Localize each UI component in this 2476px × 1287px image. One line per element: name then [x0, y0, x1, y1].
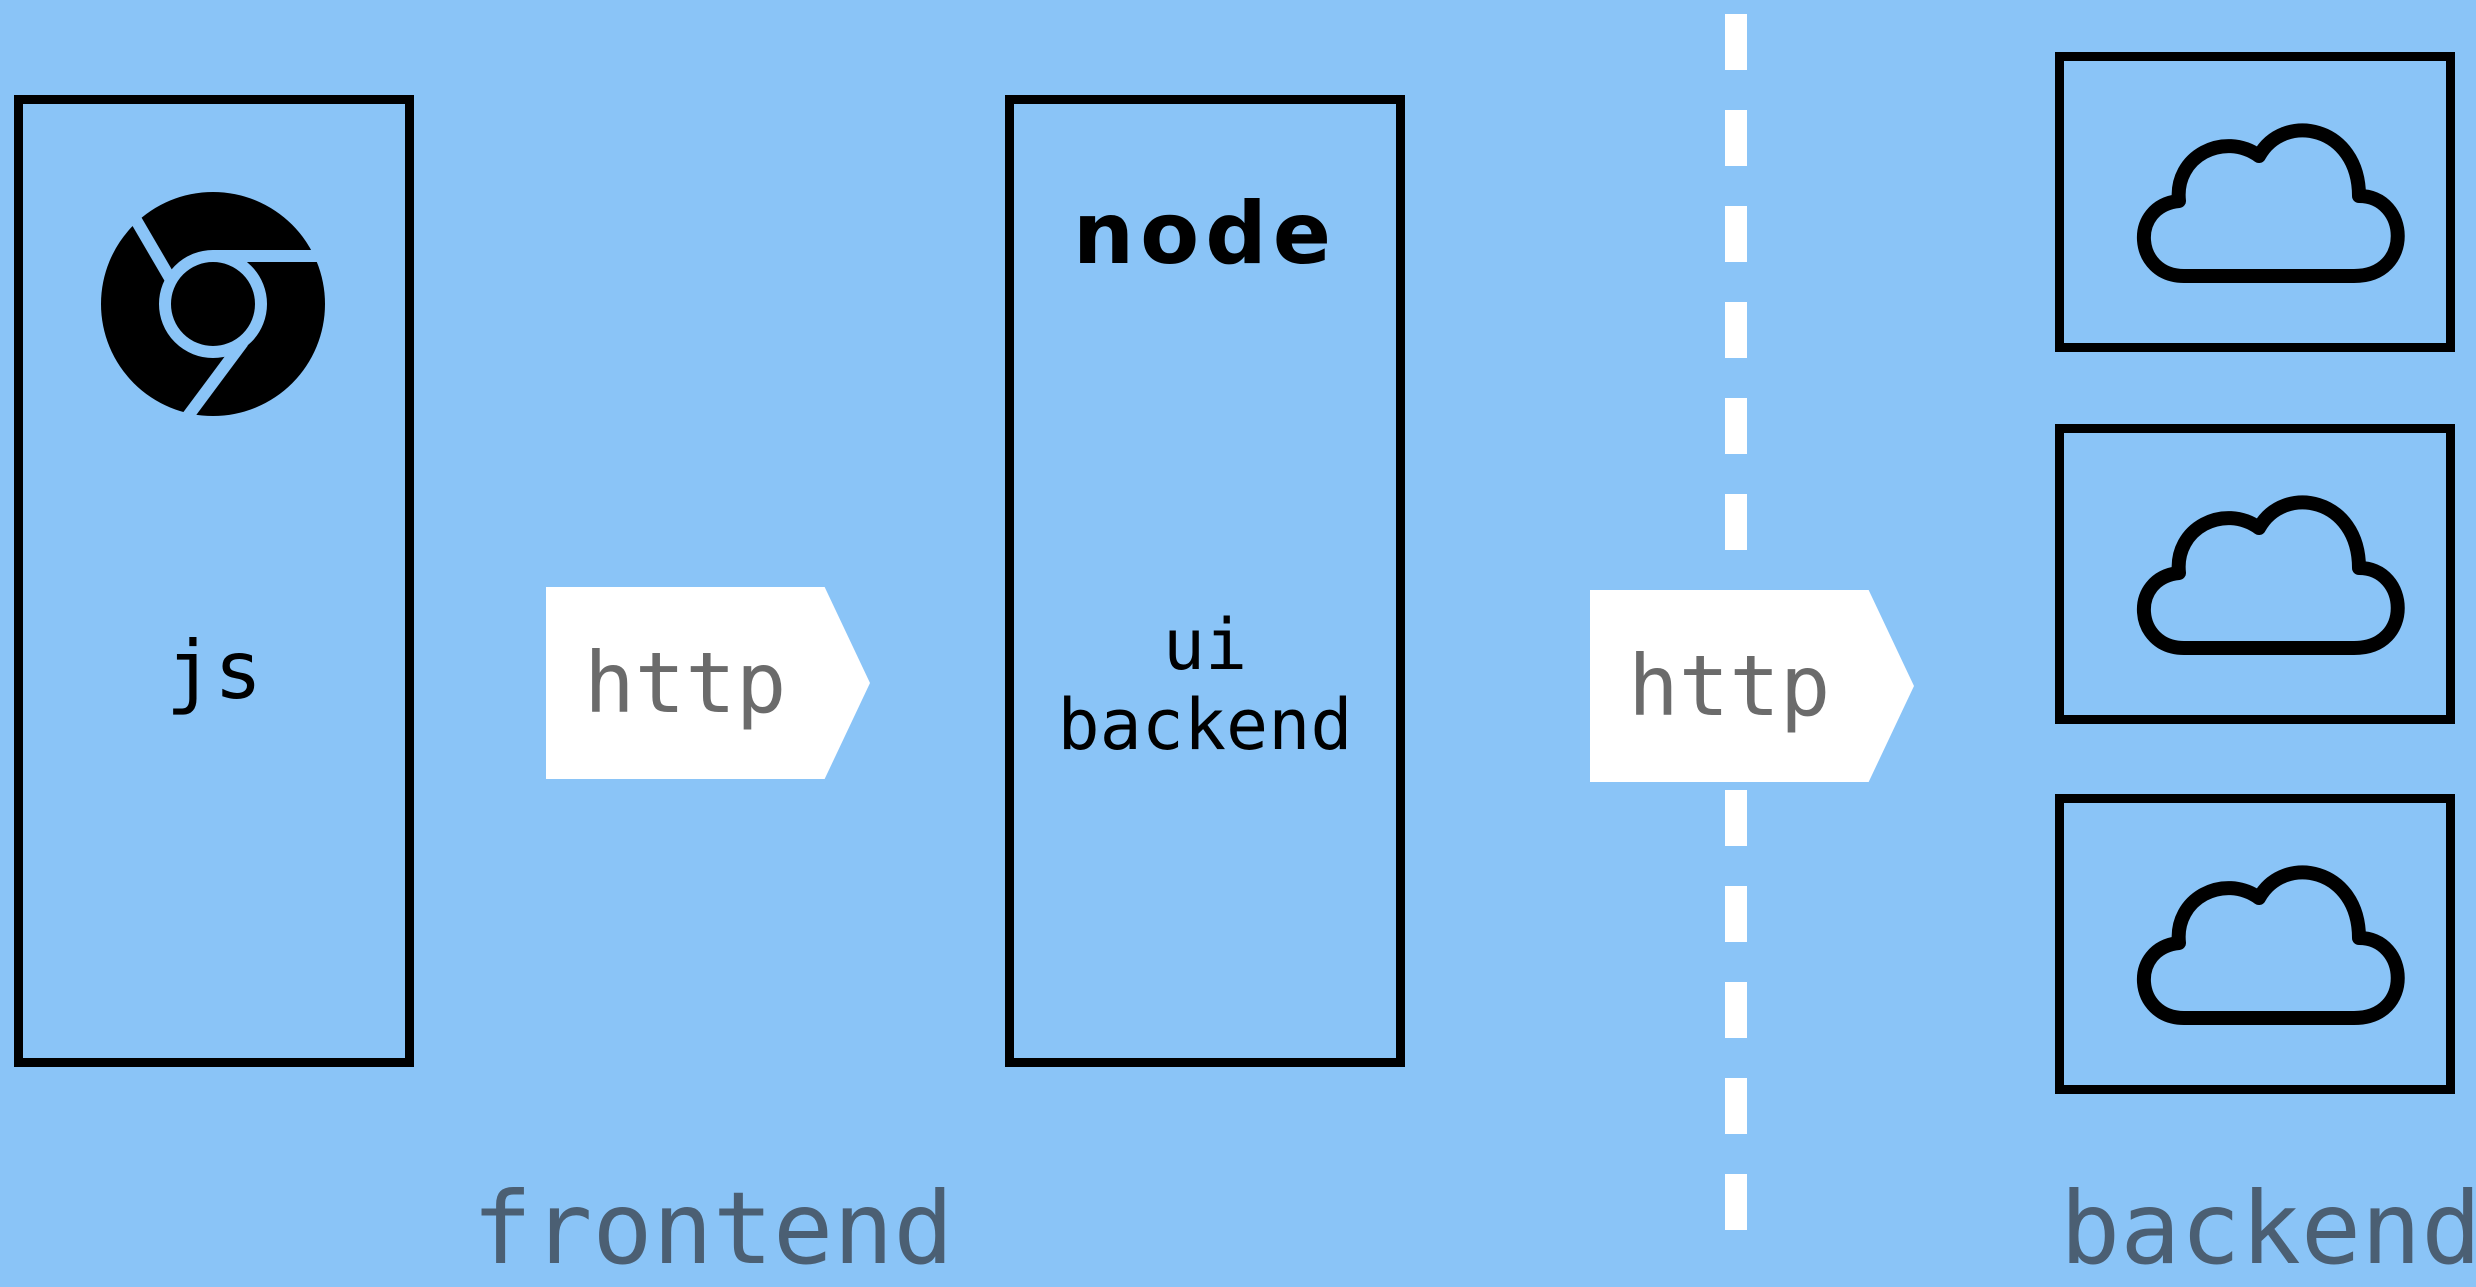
divider-dash — [1725, 982, 1747, 1038]
http-arrow-backend: http — [1590, 590, 1914, 782]
divider-dash — [1725, 302, 1747, 358]
divider-dash — [1725, 1174, 1747, 1230]
cloud-icon — [2137, 123, 2405, 283]
http-arrow-label: http — [1628, 637, 1831, 735]
backend-section-label: backend — [2060, 1170, 2476, 1287]
browser-label: js — [165, 624, 263, 717]
divider-dash — [1725, 398, 1747, 454]
cloud-icon — [2137, 495, 2405, 655]
ui-label: ui — [1162, 604, 1248, 686]
divider-dash — [1725, 1078, 1747, 1134]
http-arrow-label: http — [584, 634, 787, 732]
backend-service-box — [2055, 424, 2455, 724]
chrome-icon — [101, 192, 325, 424]
backend-service-box — [2055, 52, 2455, 352]
node-logo: node — [1072, 184, 1338, 284]
http-arrow-frontend: http — [546, 587, 870, 779]
divider-dash — [1725, 14, 1747, 70]
backend-service-box — [2055, 794, 2455, 1094]
divider-dash — [1725, 886, 1747, 942]
backend-label: backend — [1057, 684, 1353, 766]
cloud-icon — [2137, 865, 2405, 1025]
divider-dash — [1725, 790, 1747, 846]
divider-dash — [1725, 494, 1747, 550]
ui-backend-box: node ui backend — [1005, 95, 1405, 1067]
frontend-section-label: frontend — [472, 1170, 954, 1287]
divider-dash — [1725, 206, 1747, 262]
browser-box: js — [14, 95, 414, 1067]
divider-dash — [1725, 110, 1747, 166]
